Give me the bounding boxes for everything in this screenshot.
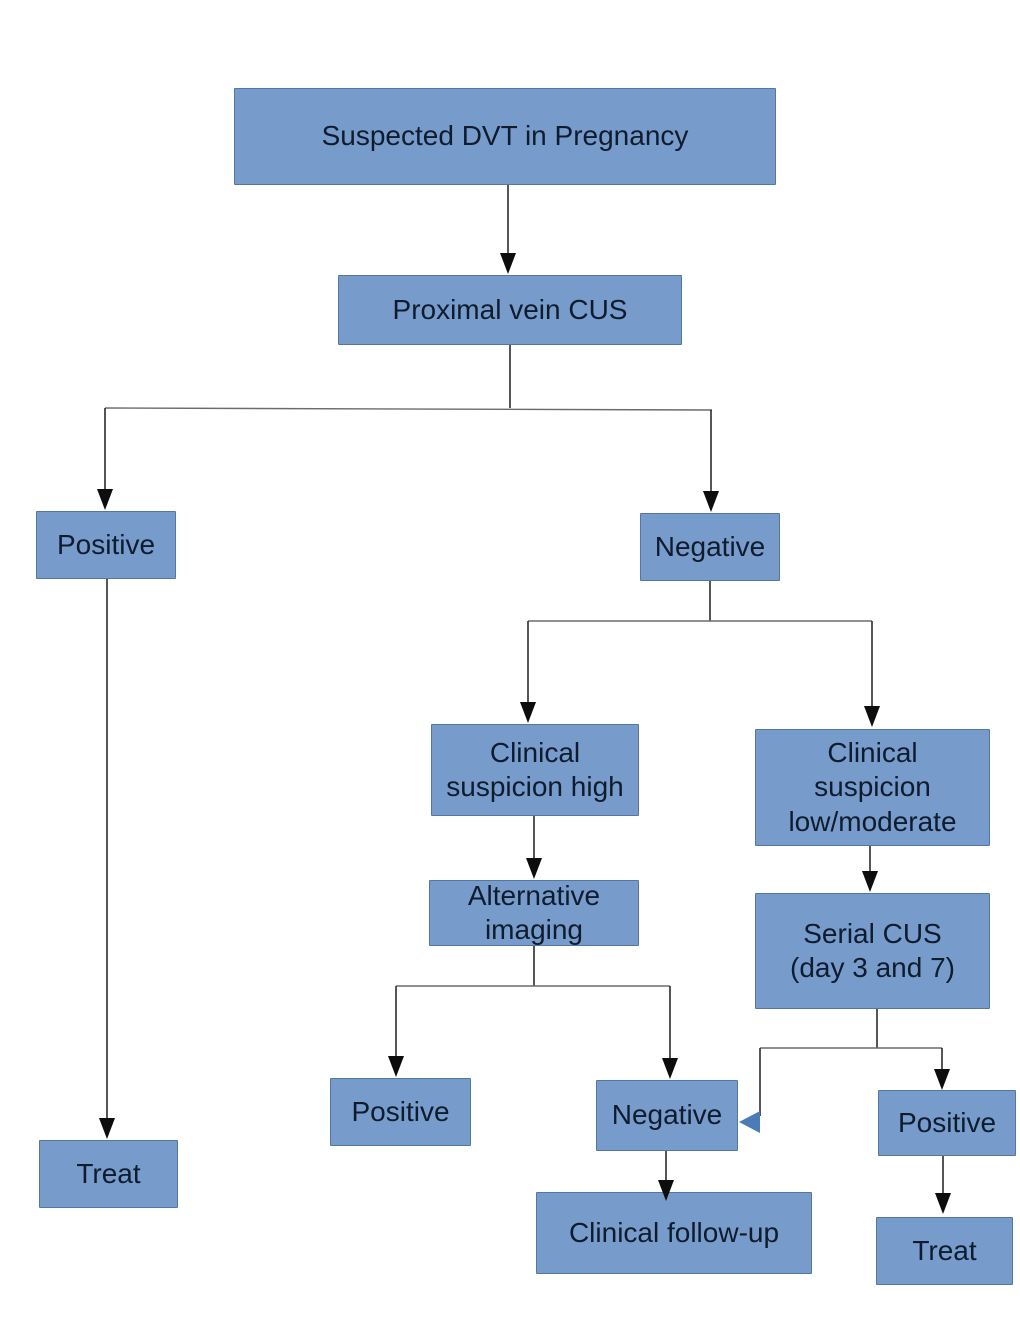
node-alternative-imaging: Alternative imaging [429, 880, 639, 946]
node-label: Negative [654, 530, 766, 562]
node-label: Clinical suspicion high [446, 736, 624, 802]
connector-negative-branch [520, 581, 880, 727]
node-label: Suspected DVT in Pregnancy [321, 120, 689, 152]
connector-imaging-branch [388, 946, 678, 1079]
node-label: Serial CUS (day 3 and 7) [790, 917, 955, 983]
node-label: Positive [351, 1095, 450, 1127]
node-label: Treat [912, 1234, 977, 1266]
node-proximal-vein-cus: Proximal vein CUS [338, 275, 682, 345]
node-clinical-follow-up: Clinical follow-up [536, 1192, 812, 1274]
node-serial-cus: Serial CUS (day 3 and 7) [755, 893, 990, 1009]
node-label: Clinical suspicion low/moderate [788, 737, 957, 837]
node-clinical-suspicion-low-moderate: Clinical suspicion low/moderate [755, 729, 990, 846]
node-cus-negative: Negative [640, 513, 780, 581]
node-label: Proximal vein CUS [392, 293, 628, 325]
node-label: Alternative imaging [467, 879, 601, 945]
node-label: Clinical follow-up [568, 1216, 780, 1248]
node-label: Negative [611, 1099, 723, 1131]
node-treat-left: Treat [39, 1140, 178, 1208]
connector-low-to-serial [862, 846, 878, 892]
node-suspected-dvt-in-pregnancy: Suspected DVT in Pregnancy [234, 88, 776, 185]
connector-high-to-imaging [526, 816, 542, 879]
node-serial-positive: Positive [878, 1090, 1016, 1156]
node-clinical-suspicion-high: Clinical suspicion high [431, 724, 639, 816]
connector-positive-to-treat [99, 579, 115, 1139]
node-treat-right: Treat [876, 1217, 1013, 1285]
node-imaging-positive: Positive [330, 1078, 471, 1146]
connector-positive-to-treat-right [935, 1156, 951, 1214]
connector-proximal-branch [97, 345, 719, 512]
node-label: Positive [897, 1106, 997, 1138]
node-label: Treat [76, 1157, 141, 1189]
node-cus-positive: Positive [36, 511, 176, 579]
connector-suspected-to-proximal [500, 185, 516, 274]
node-imaging-negative: Negative [596, 1080, 738, 1151]
node-label: Positive [56, 528, 156, 560]
